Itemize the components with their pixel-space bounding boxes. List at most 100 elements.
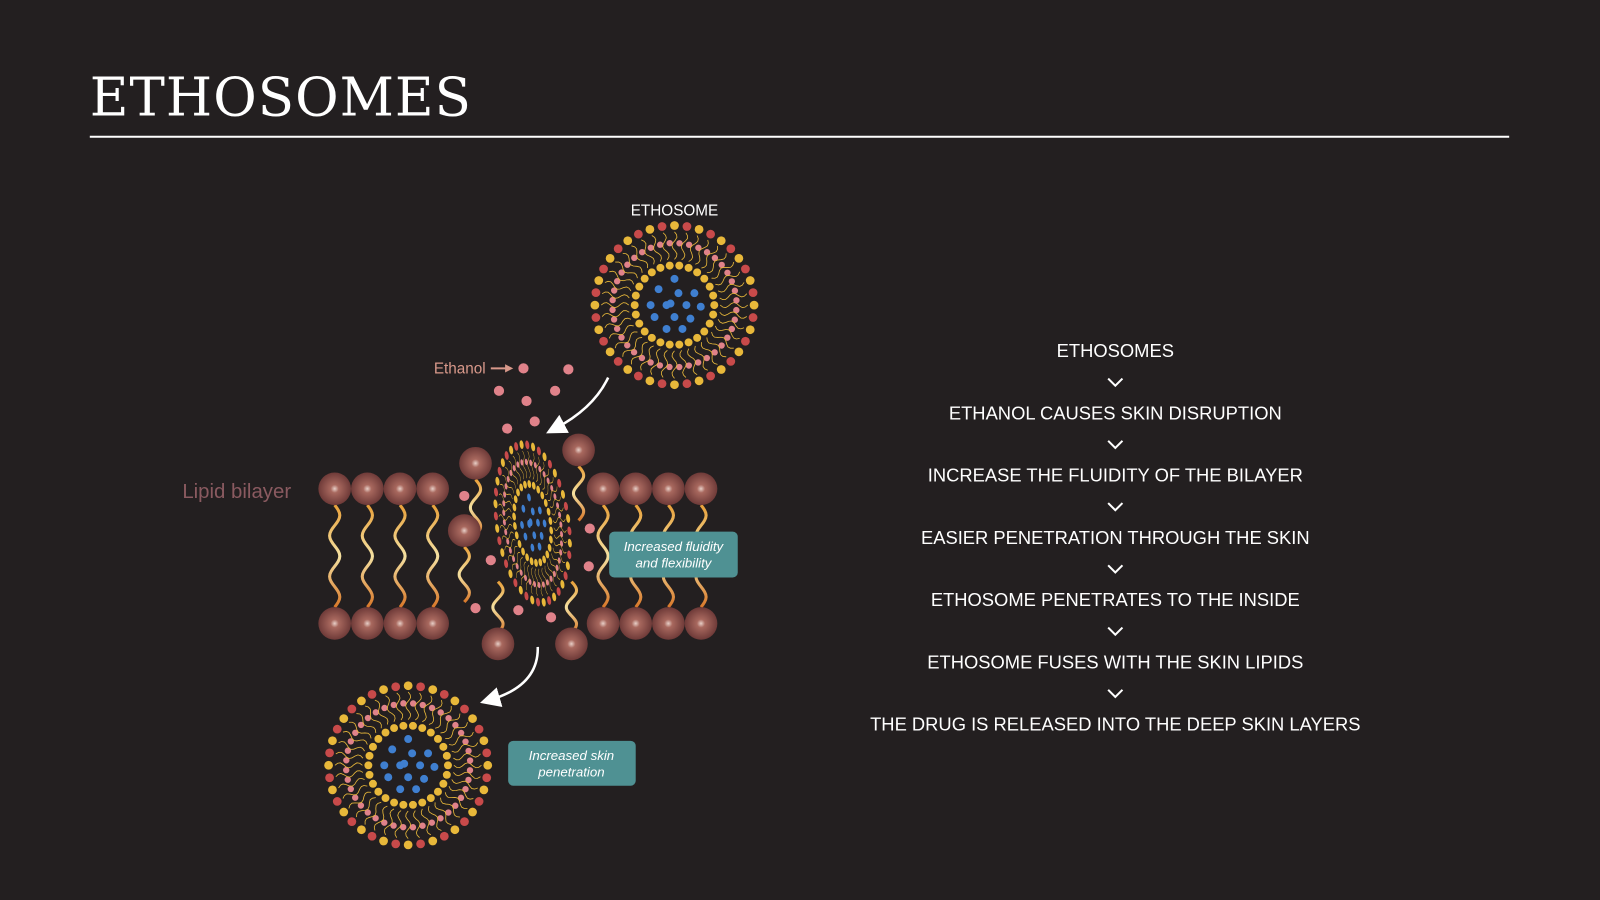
lipid-head [734, 253, 744, 263]
lipid-head [523, 480, 527, 489]
lipid-tail [542, 468, 549, 490]
lipid-tail [719, 311, 748, 319]
lipid-head [693, 268, 702, 277]
lipid-head [567, 538, 572, 548]
lipid-head [367, 690, 377, 699]
ethanol-molecule [555, 564, 559, 571]
lipid-tail [622, 337, 643, 357]
drug-molecule [662, 325, 671, 333]
lipid-head [514, 531, 519, 540]
ethanol-molecule [502, 519, 506, 526]
ethanol-molecule [733, 306, 740, 314]
ethanol-molecule [624, 342, 631, 349]
ethanol-molecule [559, 521, 563, 528]
ethanol-molecule [656, 241, 664, 248]
lipid-head [700, 274, 709, 283]
lipid-tail [719, 292, 748, 301]
lipid-tail [445, 722, 468, 739]
ethanol-molecule [502, 423, 513, 434]
lipid-head [640, 274, 649, 283]
ethanol-molecule [538, 465, 542, 473]
ethanol-molecule [508, 547, 512, 554]
lipid-head [459, 446, 492, 480]
ethanol-molecule [711, 349, 718, 356]
arrow-icon [546, 377, 610, 434]
lipid-tail [508, 460, 518, 485]
lipid-tail [348, 721, 372, 739]
lipid-head [509, 445, 514, 455]
ethanol-molecule [638, 354, 646, 362]
lipid-tail [551, 553, 563, 572]
ethanol-molecule [509, 469, 513, 477]
lipid-tail [413, 810, 421, 838]
lipid-head [325, 773, 334, 783]
ethanol-molecule [733, 297, 740, 304]
lipid-head [379, 685, 388, 694]
lipid-tail [395, 692, 404, 721]
lipid-head [657, 379, 667, 389]
lipid-tail [614, 331, 638, 349]
lipid-head [390, 724, 399, 733]
ethanol-molecule [515, 563, 519, 570]
lipid-head [684, 263, 693, 272]
lipid-head [543, 499, 548, 507]
ethanol-molecule [343, 766, 350, 774]
lipid-head [656, 263, 665, 272]
lipid-head [552, 592, 557, 602]
lipid-tail [650, 348, 661, 375]
lipid-head [468, 714, 477, 723]
lipid-head [318, 472, 352, 506]
lipid-head [749, 300, 759, 310]
lipid-head [670, 380, 679, 390]
lipid-tail [706, 337, 727, 358]
lipid-head [547, 596, 552, 605]
lipid-head [562, 433, 595, 467]
lipid-head [531, 442, 536, 452]
lipid-head [433, 787, 442, 796]
drug-molecule [678, 325, 687, 333]
lipid-tail [428, 700, 443, 725]
lipid-head [443, 761, 452, 770]
lipid-head [512, 503, 517, 512]
lipid-head [635, 282, 644, 291]
lipid-head [745, 325, 755, 335]
ethanol-molecule [524, 458, 528, 466]
lipid-tail [373, 805, 388, 831]
lipid-head [450, 696, 460, 706]
lipid-head [640, 327, 649, 336]
lipid-head [565, 561, 570, 571]
lipid-tail [422, 695, 433, 723]
lipid-head [418, 798, 427, 807]
lipid-tail [531, 452, 535, 480]
lipid-head [552, 468, 557, 478]
ethanol-molecule [506, 476, 510, 483]
lipid-head [530, 595, 535, 605]
ethanol-molecule [493, 385, 505, 396]
ethanol-molecule [516, 461, 520, 468]
lipid-tail [600, 302, 630, 309]
ethanol-molecule [390, 822, 397, 829]
lipid-head [549, 526, 554, 535]
lipid-head [556, 587, 561, 596]
lipid-head [748, 288, 758, 298]
ethanol-molecule [466, 767, 474, 774]
ethanol-molecule [502, 500, 506, 507]
lipid-head [513, 495, 518, 504]
lipid-head [527, 480, 532, 489]
lipid-head [519, 440, 524, 449]
ethanol-molecule [630, 349, 638, 356]
ethanol-molecule [666, 239, 673, 247]
lipid-head [590, 300, 600, 310]
ethanol-molecule [724, 334, 731, 341]
lipid-tail [604, 280, 632, 292]
lipid-head [391, 682, 401, 692]
drug-molecule [650, 313, 659, 322]
drug-molecule [674, 289, 683, 298]
lipid-head [560, 490, 566, 499]
lipid-head [734, 347, 744, 357]
lipid-tail [414, 692, 422, 721]
lipid-head [517, 540, 522, 548]
ethanol-molecule [618, 269, 625, 276]
lipid-tail [498, 514, 512, 521]
